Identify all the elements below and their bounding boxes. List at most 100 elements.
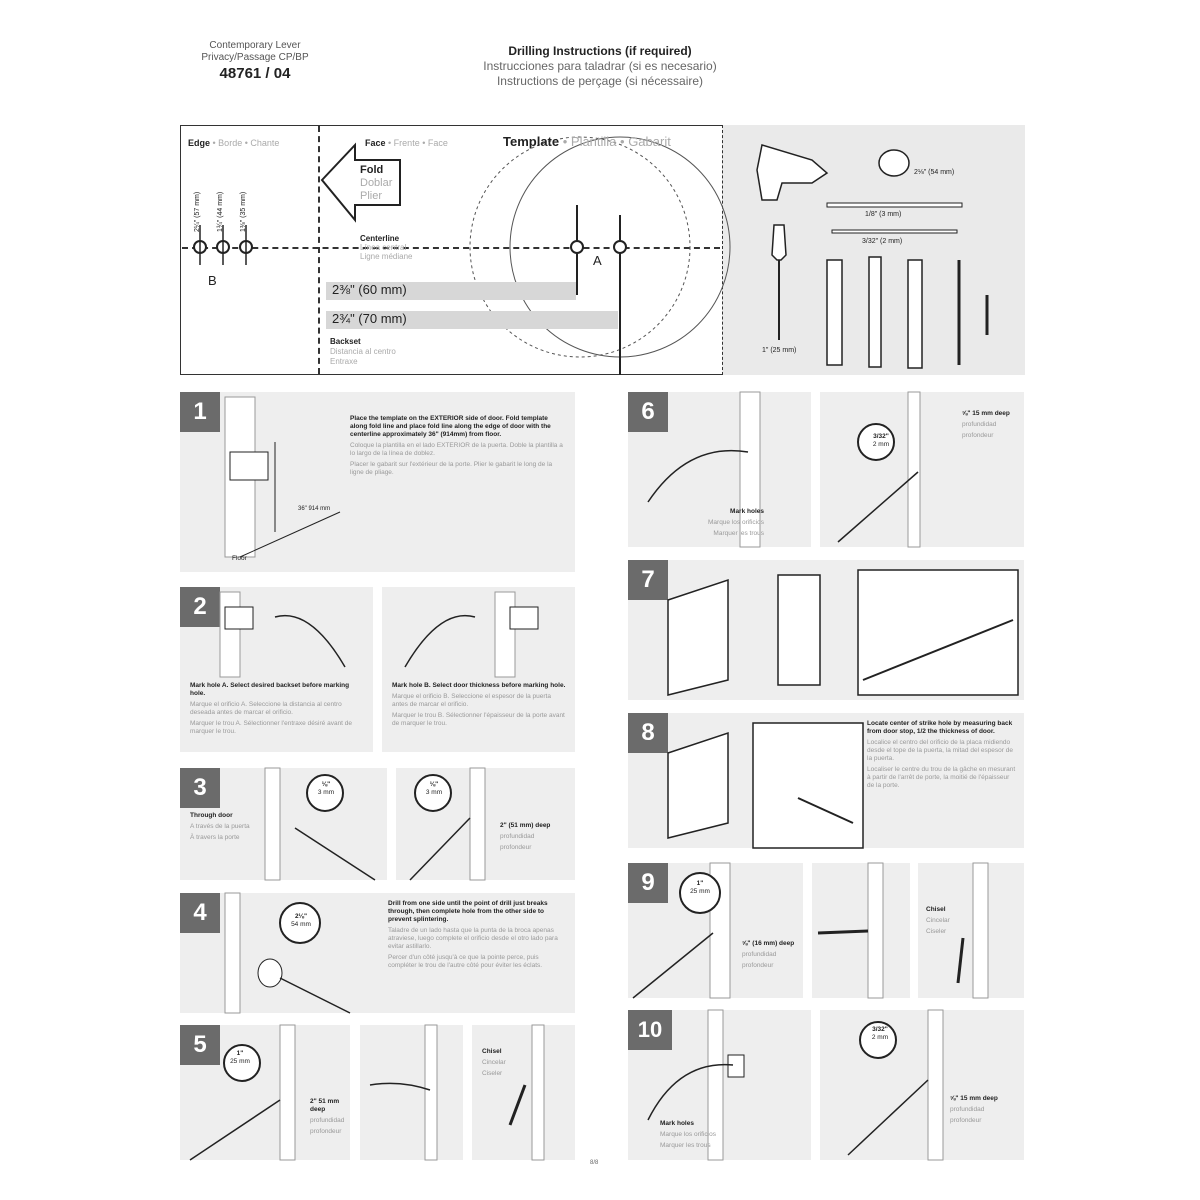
step-9c-panel: [918, 863, 1024, 998]
step-9-illustration: [632, 862, 989, 999]
step-6-bit-mm: 2 mm: [872, 441, 890, 448]
model-number: 48761 / 04: [219, 65, 291, 82]
edge-size-44: 1¾" (44 mm): [217, 191, 224, 232]
step-3-through-en: Through door: [190, 812, 233, 819]
title-es: Instrucciones para taladrar (si es neces…: [483, 59, 717, 73]
spade-bit-icon: [771, 224, 787, 340]
step-10-mark-en: Mark holes: [660, 1120, 694, 1127]
step-9-deep-es: profundidad: [742, 951, 777, 958]
fold-label: Fold: [360, 164, 384, 176]
step-6-deep-en: ⅝" 15 mm deep: [962, 410, 1010, 417]
step-7-illustration: [667, 569, 1019, 696]
step-9-deep: ⅝" (16 mm) deep profundidad profondeur: [742, 940, 802, 970]
step-10-illustration: [647, 1009, 944, 1161]
step-1-badge: 1: [180, 392, 220, 432]
step-10-deep-fr: profondeur: [950, 1117, 982, 1124]
fold-line: [318, 126, 320, 374]
hole-saw-icon: [878, 149, 910, 177]
step-5-chisel: Chisel Cincelar Ciseler: [482, 1048, 522, 1078]
step-5-size-mm: 25 mm: [230, 1058, 250, 1065]
step-3-bit-size-b: ⅛": [429, 781, 439, 788]
step-8-text-es: Localice el centro del orificio de la pl…: [867, 739, 1013, 762]
step-3-deep-en: 2" (51 mm) deep: [500, 822, 551, 829]
step-6-deep-fr: profondeur: [962, 432, 994, 439]
step-5-deep-es: profundidad: [310, 1117, 345, 1124]
document-title: Drilling Instructions (if required) Inst…: [420, 44, 780, 89]
drill-bit-3mm-icon: [826, 202, 963, 208]
step-7-badge: 7: [628, 560, 668, 600]
step-3-through-fr: À travers la porte: [190, 834, 240, 841]
step-2-badge: 2: [180, 587, 220, 627]
step-10-mark-fr: Marquer les trous: [660, 1142, 711, 1149]
drill-bit-2mm-icon: [831, 229, 958, 234]
step-10-deep: ⅝" 15 mm deep profundidad profondeur: [950, 1095, 1010, 1125]
step-3-deep-es: profundidad: [500, 833, 535, 840]
spade-bit-size: 1" (25 mm): [762, 347, 797, 354]
step-9-chisel-es: Cincelar: [926, 917, 950, 924]
step-10-deep-es: profundidad: [950, 1106, 985, 1113]
step-9-size-in: 1": [696, 880, 704, 887]
step-2b-text-es: Marque el orificio B. Seleccione el espe…: [392, 693, 551, 708]
centerline: [182, 247, 720, 249]
step-8-illustration: [667, 722, 864, 849]
step-5-chisel-en: Chisel: [482, 1048, 502, 1055]
step-2-illustration: [219, 591, 539, 678]
step-9-chisel-en: Chisel: [926, 906, 946, 913]
step-10-badge: 10: [628, 1010, 672, 1050]
step-2b-text: Mark hole B. Select door thickness befor…: [392, 682, 567, 728]
backset-text: Backset Distancia al centro Entraxe: [330, 337, 396, 367]
step-9-deep-en: ⅝" (16 mm) deep: [742, 940, 795, 947]
step-10-mark-es: Marque los orificios: [660, 1131, 716, 1138]
fold-arrow-icon: [320, 142, 401, 223]
step-6-illustration: [647, 391, 921, 548]
page-number: 8/8: [590, 1160, 599, 1166]
fold-text: Fold Doblar Plier: [360, 164, 392, 203]
hole-a-label: A: [593, 253, 602, 268]
template-label: Template: [503, 134, 560, 149]
step-4-text-fr: Percer d'un côté jusqu'à ce que la point…: [388, 954, 543, 969]
product-line-2: Privacy/Passage CP/BP: [201, 52, 309, 63]
edge-label: Edge: [188, 138, 211, 148]
drill-bit-1-size: 1/8" (3 mm): [865, 211, 902, 218]
hole-b-label: B: [208, 273, 217, 288]
strike-plate-icon: [826, 259, 843, 366]
step-2a-text: Mark hole A. Select desired backset befo…: [190, 682, 365, 736]
step-5-size-in: 1": [236, 1050, 244, 1057]
edge-label-es: • Borde • Chante: [212, 138, 280, 148]
step-3-illustration: [264, 767, 486, 881]
step-3-bit-a: ⅛"3 mm: [316, 781, 336, 797]
step-5b-panel: [360, 1025, 463, 1160]
edge-size-57: 2¼" (57 mm): [194, 191, 201, 232]
step-1-text: Place the template on the EXTERIOR side …: [350, 415, 565, 477]
step-4-panel: [180, 893, 575, 1013]
step-10-bit-mm: 2 mm: [871, 1034, 889, 1041]
step-8-text-fr: Localiser le centre du trou de la gâche …: [867, 766, 1016, 789]
step-9-chisel: Chisel Cincelar Ciseler: [926, 906, 966, 936]
step-1-measure: 36" 914 mm: [298, 506, 331, 512]
product-header: Contemporary Lever Privacy/Passage CP/BP…: [180, 40, 330, 82]
centerline-text: Centerline Línea central Ligne médiane: [360, 234, 412, 261]
step-2b-text-fr: Marquer le trou B. Sélectionner l'épaiss…: [392, 712, 565, 727]
step-5-illustration: [189, 1024, 545, 1161]
step-5-badge: 5: [180, 1025, 220, 1065]
step-3-through-es: A través de la puerta: [190, 823, 250, 830]
face-label: Face: [365, 138, 386, 148]
step-3-deep-fr: profondeur: [500, 844, 532, 851]
step-10-deep-en: ⅝" 15 mm deep: [950, 1095, 998, 1102]
step-6-deep-es: profundidad: [962, 421, 997, 428]
step-4-size-mm: 54 mm: [291, 921, 311, 928]
face-label-es: • Frente • Face: [388, 138, 448, 148]
step-6-bit-in: 3/32": [873, 433, 889, 440]
backset-label-es: Distancia al centro: [330, 347, 396, 356]
ruler-icon: [907, 259, 923, 369]
step-10-mark: Mark holes Marque los orificios Marquer …: [660, 1120, 740, 1150]
tools-drawing: [756, 144, 989, 369]
step-2b-text-en: Mark hole B. Select door thickness befor…: [392, 682, 566, 689]
step-4-text-es: Taladre de un lado hasta que la punta de…: [388, 927, 558, 950]
step-6-mark-en: Mark holes: [730, 508, 764, 515]
edge-size-35: 1⅜" (35 mm): [240, 191, 247, 232]
step-4-illustration: [224, 892, 351, 1014]
step-5-chisel-fr: Ciseler: [482, 1070, 503, 1077]
template-label-es: • Plantilla • Gabarit: [562, 134, 671, 149]
step-1-text-es: Coloque la plantilla en el lado EXTERIOR…: [350, 442, 563, 457]
